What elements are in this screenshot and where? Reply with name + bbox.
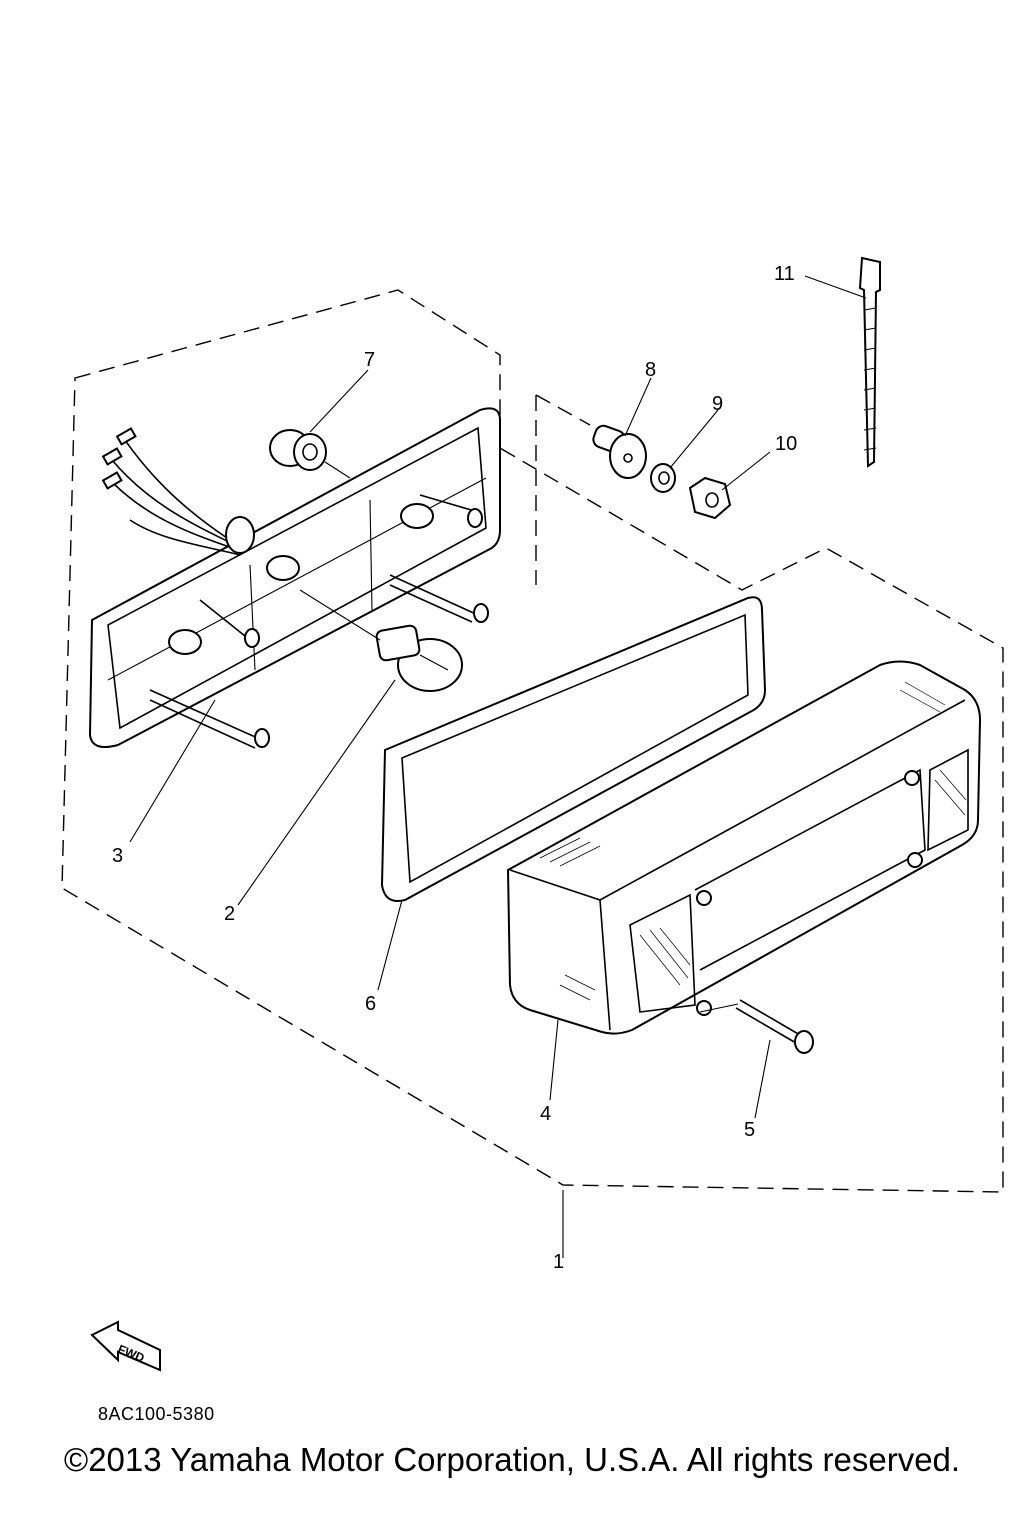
callout-8: 8 <box>645 359 656 381</box>
lamp-base-housing <box>88 407 501 749</box>
cable-tie <box>858 256 881 468</box>
callout-4: 4 <box>540 1103 551 1125</box>
gasket <box>380 596 767 902</box>
lens <box>506 660 982 1035</box>
assembly-boundary-left <box>61 289 1004 1193</box>
callout-5: 5 <box>744 1119 755 1141</box>
bulb <box>299 589 463 692</box>
screw <box>699 999 814 1054</box>
callout-2: 2 <box>224 903 235 925</box>
drawing-code: 8AC100-5380 <box>98 1404 215 1424</box>
washer <box>650 463 676 493</box>
callout-10: 10 <box>775 433 797 455</box>
callout-6: 6 <box>365 993 376 1015</box>
leader-lines <box>129 275 867 1258</box>
nut <box>688 476 732 520</box>
collar <box>592 424 647 479</box>
callout-11: 11 <box>774 263 795 285</box>
callout-1: 1 <box>553 1251 564 1273</box>
callout-7: 7 <box>364 349 375 371</box>
grommet <box>269 429 351 479</box>
callout-labels: 1 2 3 4 5 6 7 8 9 10 11 <box>112 263 797 1273</box>
fwd-arrow-icon: FWD <box>90 1320 161 1372</box>
callout-9: 9 <box>712 393 723 415</box>
copyright-notice: ©2013 Yamaha Motor Corporation, U.S.A. A… <box>63 1441 961 1478</box>
callout-3: 3 <box>112 845 123 867</box>
